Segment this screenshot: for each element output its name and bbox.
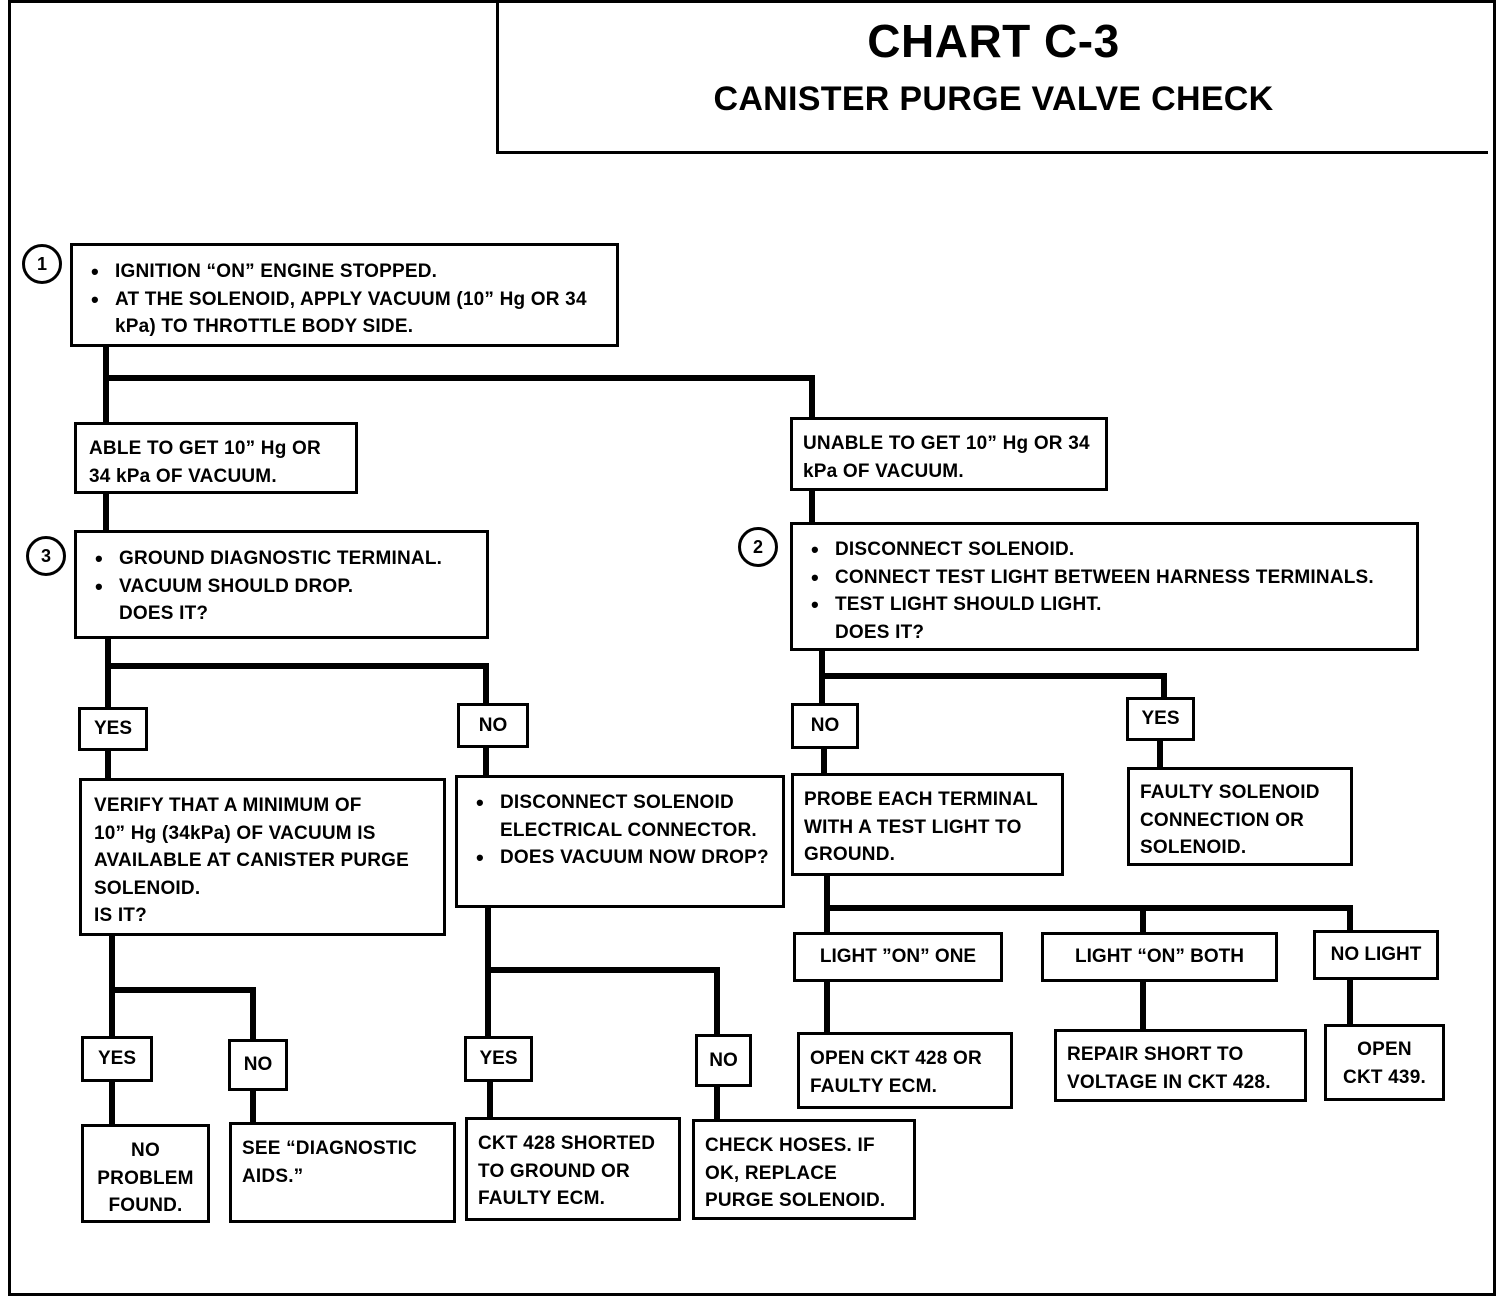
see-aids-line-1: SEE “DIAGNOSTIC <box>242 1138 418 1159</box>
repair-short-box: REPAIR SHORT TO VOLTAGE IN CKT 428. <box>1054 1029 1307 1102</box>
connector-probe-split <box>824 905 1353 934</box>
start-step-ignition: IGNITION “ON” ENGINE STOPPED. <box>85 258 606 286</box>
disconnect-solenoid-step: DISCONNECT SOLENOID. <box>805 536 1406 564</box>
start-step-vacuum: AT THE SOLENOID, APPLY VACUUM (10” Hg OR… <box>85 286 606 341</box>
able-box: ABLE TO GET 10” Hg OR 34 kPa OF VACUUM. <box>74 422 358 494</box>
open-ckt439-line-1: OPEN <box>1357 1039 1412 1060</box>
chart-subtitle: CANISTER PURGE VALVE CHECK <box>713 80 1274 118</box>
no-problem-box: NO PROBLEM FOUND. <box>81 1124 210 1223</box>
connector-step2-yes <box>819 673 1167 701</box>
label-yes-step3: YES <box>78 707 148 751</box>
label-yes-elec: YES <box>464 1036 533 1082</box>
test-light-question: DOES IT? <box>835 621 925 643</box>
disconnect-electrical-box: DISCONNECT SOLENOID ELECTRICAL CONNECTOR… <box>455 775 785 908</box>
ckt428-line-3: FAULTY ECM. <box>478 1188 606 1209</box>
label-no-elec: NO <box>695 1034 752 1087</box>
chart-title: CHART C-3 <box>867 15 1120 67</box>
ground-diag-step: GROUND DIAGNOSTIC TERMINAL. <box>89 545 476 573</box>
repair-short-line-1: REPAIR SHORT TO <box>1067 1044 1244 1065</box>
label-no-light: NO LIGHT <box>1313 930 1439 980</box>
verify-vacuum-box: VERIFY THAT A MINIMUM OF 10” Hg (34kPa) … <box>79 778 446 936</box>
connector-step3-no <box>105 663 489 707</box>
probe-terminal-box: PROBE EACH TERMINAL WITH A TEST LIGHT TO… <box>791 773 1064 876</box>
open-ckt428-line-1: OPEN CKT 428 OR <box>810 1048 982 1069</box>
verify-line-2: 10” Hg (34kPa) OF VACUUM IS <box>94 822 376 844</box>
faulty-solenoid-box: FAULTY SOLENOID CONNECTION OR SOLENOID. <box>1127 767 1353 866</box>
step-marker-2: 2 <box>738 527 778 567</box>
connector-start-right <box>103 375 815 421</box>
label-light-on-one: LIGHT ”ON” ONE <box>793 932 1003 982</box>
connector-verify-no <box>109 987 256 1043</box>
label-no-verify: NO <box>228 1039 288 1091</box>
vacuum-drop-step: VACUUM SHOULD DROP. <box>89 573 476 601</box>
probe-line-2: WITH A TEST LIGHT TO <box>804 816 1022 838</box>
disconnect-electrical-step: DISCONNECT SOLENOID ELECTRICAL CONNECTOR… <box>470 789 774 844</box>
open-ckt428-box: OPEN CKT 428 OR FAULTY ECM. <box>797 1032 1013 1109</box>
vacuum-now-drop-question: DOES VACUUM NOW DROP? <box>470 844 774 872</box>
ckt428-line-1: CKT 428 SHORTED <box>478 1133 656 1154</box>
open-ckt439-line-2: CKT 439. <box>1343 1066 1426 1088</box>
verify-line-1: VERIFY THAT A MINIMUM OF <box>94 795 362 816</box>
step-marker-1: 1 <box>22 244 62 284</box>
label-yes-step2: YES <box>1126 697 1195 741</box>
no-problem-line-1: NO <box>131 1140 160 1161</box>
faulty-line-1: FAULTY SOLENOID <box>1140 782 1320 803</box>
see-diagnostic-aids-box: SEE “DIAGNOSTIC AIDS.” <box>229 1122 456 1223</box>
title-block: CHART C-3 CANISTER PURGE VALVE CHECK <box>496 0 1488 154</box>
start-box: IGNITION “ON” ENGINE STOPPED. AT THE SOL… <box>70 243 619 347</box>
disconnect-solenoid-box: DISCONNECT SOLENOID. CONNECT TEST LIGHT … <box>790 522 1419 651</box>
unable-box: UNABLE TO GET 10” Hg OR 34 kPa OF VACUUM… <box>790 417 1108 491</box>
verify-line-4: SOLENOID. <box>94 877 201 899</box>
see-aids-line-2: AIDS.” <box>242 1165 304 1187</box>
connector-elec-no <box>485 967 720 1038</box>
open-ckt439-box: OPEN CKT 439. <box>1324 1024 1445 1101</box>
verify-line-3: AVAILABLE AT CANISTER PURGE <box>94 850 410 871</box>
probe-line-1: PROBE EACH TERMINAL <box>804 789 1038 810</box>
label-yes-verify: YES <box>81 1036 153 1082</box>
repair-short-line-2: VOLTAGE IN CKT 428. <box>1067 1071 1271 1093</box>
chart-frame <box>8 0 1496 1296</box>
faulty-line-3: SOLENOID. <box>1140 837 1247 858</box>
ground-diag-box: GROUND DIAGNOSTIC TERMINAL. VACUUM SHOUL… <box>74 530 489 639</box>
no-problem-line-3: FOUND. <box>108 1195 183 1216</box>
label-no-step2: NO <box>791 703 859 749</box>
check-hoses-line-2: OK, REPLACE <box>705 1162 838 1184</box>
unable-text: UNABLE TO GET 10” Hg OR 34 kPa OF VACUUM… <box>803 433 1090 482</box>
label-light-on-both: LIGHT “ON” BOTH <box>1041 932 1278 982</box>
check-hoses-line-1: CHECK HOSES. IF <box>705 1135 875 1156</box>
verify-question: IS IT? <box>94 905 147 926</box>
faulty-line-2: CONNECTION OR <box>1140 809 1305 831</box>
check-hoses-line-3: PURGE SOLENOID. <box>705 1190 886 1211</box>
check-hoses-box: CHECK HOSES. IF OK, REPLACE PURGE SOLENO… <box>692 1119 916 1220</box>
able-text: ABLE TO GET 10” Hg OR 34 kPa OF VACUUM. <box>89 438 321 487</box>
label-no-step3: NO <box>457 703 529 748</box>
connect-test-light-step: CONNECT TEST LIGHT BETWEEN HARNESS TERMI… <box>805 564 1406 592</box>
ckt428-shorted-box: CKT 428 SHORTED TO GROUND OR FAULTY ECM. <box>465 1117 681 1221</box>
test-light-step: TEST LIGHT SHOULD LIGHT. <box>805 591 1406 619</box>
ckt428-line-2: TO GROUND OR <box>478 1160 630 1182</box>
open-ckt428-line-2: FAULTY ECM. <box>810 1075 938 1097</box>
ground-diag-question: DOES IT? <box>119 603 209 624</box>
probe-line-3: GROUND. <box>804 844 896 865</box>
step-marker-3: 3 <box>26 536 66 576</box>
no-problem-line-2: PROBLEM <box>97 1167 194 1189</box>
